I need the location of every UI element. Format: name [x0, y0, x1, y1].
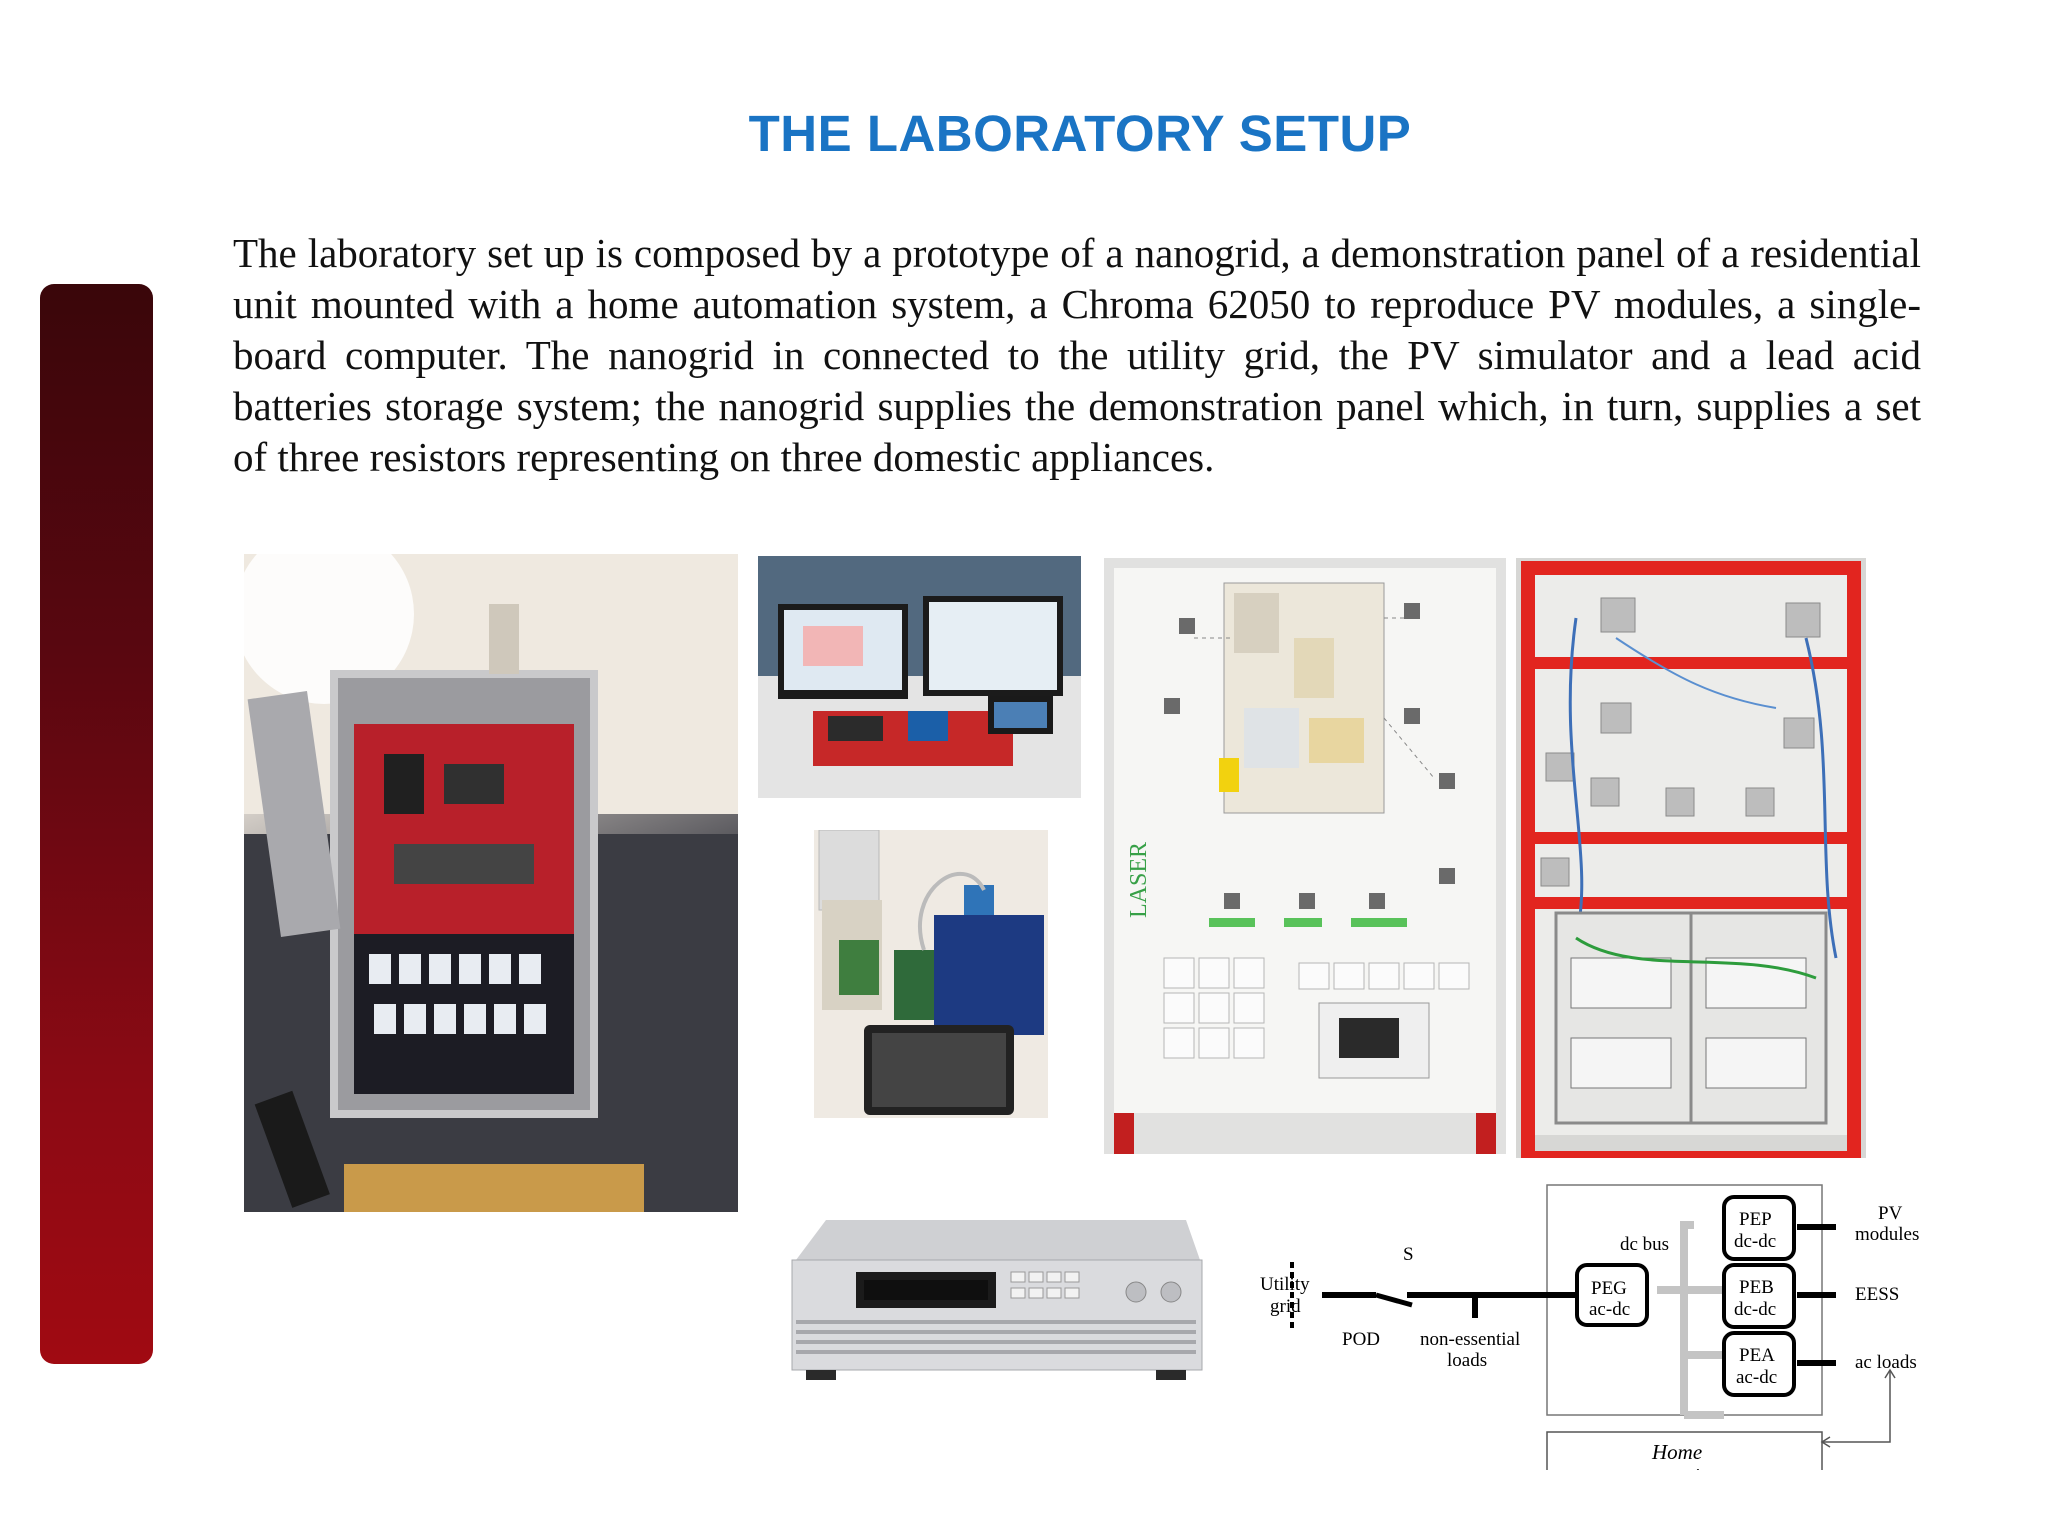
dc-bus-label: dc bus — [1620, 1234, 1669, 1255]
pea-label: PEA — [1739, 1345, 1775, 1366]
pv-label: PV — [1878, 1203, 1903, 1224]
pea-type-label: ac-dc — [1736, 1367, 1777, 1388]
nanogrid-block-diagram: Utility grid POD S non-essential loads d… — [1252, 1180, 1934, 1491]
single-board-computer-photo — [814, 830, 1048, 1118]
monitors-control-boards-photo — [758, 556, 1081, 798]
electrical-panel-photo — [1516, 558, 1866, 1158]
pep-type-label: dc-dc — [1734, 1231, 1776, 1252]
home-automation-label: Home — [1651, 1440, 1702, 1464]
peg-type-label: ac-dc — [1589, 1299, 1630, 1320]
nonessential-loads-label: non-essential — [1420, 1329, 1520, 1350]
eess-label: EESS — [1855, 1284, 1899, 1305]
pod-label: POD — [1342, 1329, 1380, 1350]
nonessential-loads-label-2: loads — [1447, 1350, 1487, 1371]
peb-label: PEB — [1739, 1277, 1774, 1298]
home-automation-label-2: automation — [1625, 1464, 1721, 1470]
slide-title: THE LABORATORY SETUP — [748, 105, 1412, 162]
decorative-side-bar — [40, 284, 153, 1364]
nanogrid-cabinet-photo — [244, 554, 738, 1212]
switch-label: S — [1403, 1244, 1414, 1265]
peg-label: PEG — [1591, 1278, 1627, 1299]
chroma-pv-simulator-photo — [786, 1210, 1204, 1386]
pep-label: PEP — [1739, 1209, 1772, 1230]
demonstration-panel-photo: LASER — [1104, 558, 1506, 1154]
ac-loads-label: ac loads — [1855, 1352, 1917, 1373]
utility-grid-label: Utility — [1260, 1274, 1310, 1295]
slide-body-text: The laboratory set up is composed by a p… — [233, 230, 1921, 480]
pv-modules-label: modules — [1855, 1224, 1919, 1245]
peb-type-label: dc-dc — [1734, 1299, 1776, 1320]
utility-grid-label-2: grid — [1270, 1296, 1301, 1317]
laser-logo: LASER — [1126, 842, 1152, 918]
